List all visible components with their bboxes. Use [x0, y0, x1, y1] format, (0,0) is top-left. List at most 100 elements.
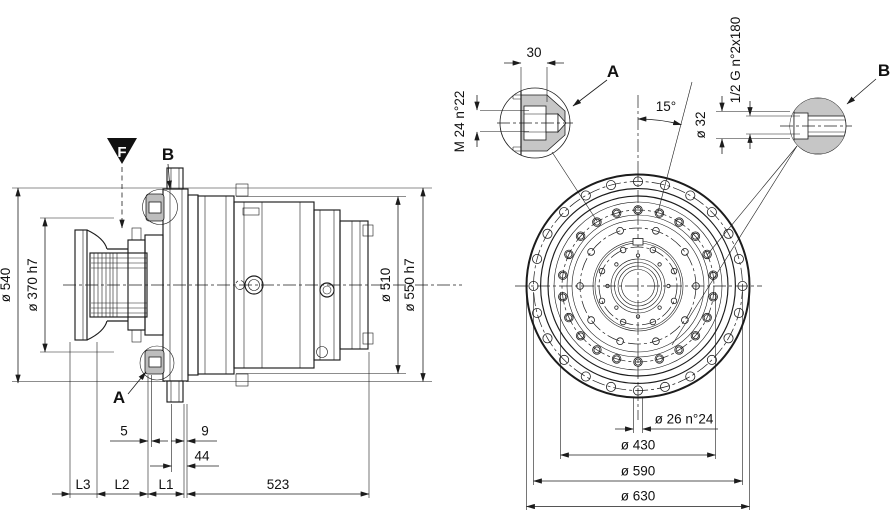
hub-bolt-hole: [598, 297, 606, 305]
outer-bolt-hole: [580, 371, 591, 382]
dim-44: 44: [150, 449, 219, 469]
force-marker: F: [107, 138, 137, 229]
flange-bolt-hole: [613, 209, 620, 217]
flange-bolt-hole: [565, 314, 573, 322]
bolt-circle-430: [561, 209, 715, 363]
gear-housing: [187, 183, 374, 387]
flange-bolt-hole: [633, 357, 643, 367]
center-mark: [235, 280, 245, 290]
outer-bolt-hole: [633, 385, 644, 396]
flange-bolt-hole: [592, 217, 602, 227]
flange-bolt-hole: [559, 271, 567, 279]
dim-label-od540: ø 540: [0, 268, 13, 303]
detail-b-arrow: [846, 78, 877, 105]
mid-bolt-hole: [587, 316, 595, 324]
dim-label-l2: L2: [114, 477, 129, 492]
mid-bolt-hole: [587, 248, 595, 256]
dim-gap9: 9: [171, 424, 217, 444]
bolt-circle-590: [533, 181, 743, 391]
front-view: 15° ø 26 n°24 ø 430 ø 590 ø 630: [515, 81, 762, 510]
hub-bolt-hole: [619, 318, 627, 326]
flange-lug-top: [166, 167, 184, 190]
mid-bolt-hole: [616, 227, 624, 235]
hub-bolt-hole: [619, 246, 627, 254]
knurled-plug: [242, 207, 260, 216]
outer-bolt-hole: [633, 176, 644, 187]
bolt-head: [131, 329, 142, 343]
flange-bolt-hole: [633, 205, 643, 215]
outer-bolt-hole: [606, 180, 617, 191]
outer-bolt-hole: [542, 228, 553, 239]
flange-bolt-hole: [702, 312, 712, 323]
flange-bolt-hole: [690, 231, 701, 241]
hub-bolt-hole: [649, 246, 657, 254]
splined-shaft: [89, 252, 148, 318]
dim-od510: ø 510: [378, 196, 401, 374]
dim-row-lengths: L3 L2 L1 523: [52, 477, 370, 497]
dim-label-bc430: ø 430: [621, 438, 656, 453]
dim-label-od630: ø 630: [621, 489, 656, 504]
dim-od370: ø 370 h7: [25, 217, 48, 353]
dim-hole26: ø 26 n°24: [615, 412, 718, 432]
dim-bc430: ø 430: [560, 438, 716, 458]
flange-bolt-hole: [634, 206, 642, 214]
dim-label-l1: L1: [158, 477, 173, 492]
dim-bc590: ø 590: [533, 464, 743, 484]
flange-bolt-hole: [709, 293, 717, 301]
detail-a-leader-side: [127, 371, 147, 395]
flange-bolt-hole: [577, 332, 584, 340]
flange-bolt-hole: [593, 346, 601, 354]
side-view: F B A ø 540 ø 370 h7: [0, 138, 462, 498]
hub-bolt-hole: [598, 267, 606, 275]
outer-bolt-hole: [706, 207, 717, 218]
outer-bolt-hole: [737, 280, 748, 291]
mid-bolt-hole: [692, 282, 700, 290]
dim-angle15: 15°: [637, 81, 693, 213]
outer-bolt-hole: [723, 333, 734, 344]
detail-b-leader-line-1: [706, 145, 798, 256]
force-label: F: [117, 144, 126, 161]
mid-bolt-hole: [576, 282, 584, 290]
flange-bolt-hole: [654, 208, 665, 218]
outer-bolt-hole: [733, 307, 744, 318]
flange-bolt-hole: [592, 345, 602, 355]
dim-label-523: 523: [267, 477, 290, 492]
flange-bolt-hole: [564, 312, 574, 323]
flange-bolt-hole: [692, 332, 699, 340]
flange-bolt-hole: [558, 292, 568, 302]
mid-bolt-hole: [616, 337, 624, 346]
keyway: [632, 238, 644, 246]
label-detail-a: A: [607, 62, 619, 81]
flange-bolt-hole: [674, 217, 684, 227]
flange-bolt-hole: [656, 209, 663, 217]
flange-bolt-hole: [675, 346, 683, 354]
outer-bolt-hole: [733, 253, 744, 264]
flange-bolt-hole: [709, 271, 717, 279]
dim-label-halfg: 1/2 G n°2x180: [728, 17, 743, 103]
dim-30: 30: [504, 45, 564, 102]
flange-bolt-hole: [654, 354, 665, 364]
outer-bolt-hole: [542, 333, 553, 344]
flange-bolt-hole: [593, 218, 601, 226]
flange-bolt-hole: [564, 249, 574, 260]
flange-bolt-hole: [708, 292, 718, 302]
dim-label-gap9: 9: [201, 424, 209, 439]
flange-bolt-hole: [703, 250, 711, 258]
pin-hole: [605, 283, 610, 289]
pin-hole: [614, 262, 619, 267]
dim-label-44: 44: [194, 449, 210, 464]
front-extension-lines: [526, 290, 750, 510]
outer-bolt-hole: [606, 381, 617, 392]
dim-gap5: 5: [110, 424, 168, 444]
bolt-head: [235, 373, 249, 387]
pin-hole: [666, 283, 671, 289]
outer-bolt-hole: [559, 207, 570, 218]
end-cap: [339, 220, 369, 350]
outer-bolt-hole: [706, 354, 717, 365]
housing-circle: [547, 195, 729, 377]
flange-bolt-hole: [559, 293, 567, 301]
detail-b-leader-side: [166, 163, 172, 190]
detail-b-leader-line-2: [671, 145, 798, 346]
dim-halfg: 1/2 G n°2x180: [728, 17, 800, 149]
outer-bolt-hole: [532, 307, 543, 318]
